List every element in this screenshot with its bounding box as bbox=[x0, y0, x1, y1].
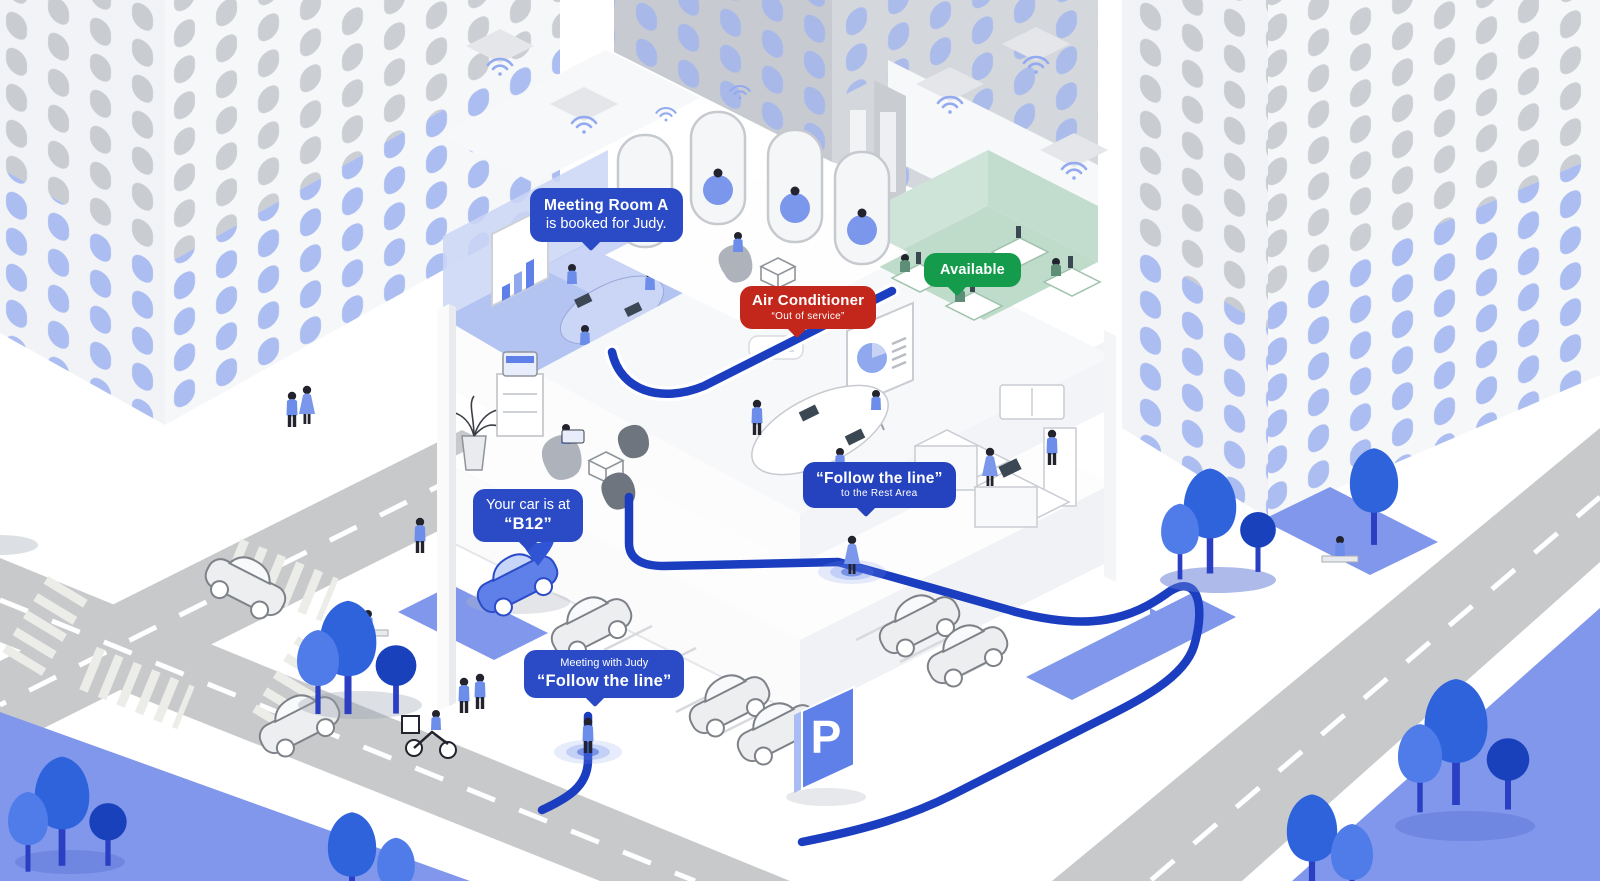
right-wall bbox=[1104, 330, 1116, 582]
delivery-scooter bbox=[401, 710, 457, 759]
callout-follow-rest-title: “Follow the line” bbox=[816, 470, 943, 487]
left-wall bbox=[437, 304, 449, 712]
callout-judy-subtitle: “Follow the line” bbox=[537, 671, 672, 690]
callout-follow-rest-subtitle: to the Rest Area bbox=[841, 488, 918, 500]
crosswalks bbox=[2, 538, 339, 736]
callout-meeting-room-subtitle: is booked for Judy. bbox=[545, 216, 667, 233]
parking-lot: P bbox=[466, 519, 1017, 806]
office-desk bbox=[751, 384, 889, 476]
callout-meeting-judy: Meeting with Judy “Follow the line” bbox=[524, 650, 685, 708]
trees bbox=[0, 448, 1535, 881]
parking-sign-letter: P bbox=[811, 711, 842, 763]
callout-your-car-title: Your car is at bbox=[486, 497, 571, 513]
callout-your-car-slot: “B12” bbox=[504, 515, 552, 534]
right-building bbox=[1122, 0, 1600, 518]
callout-your-car: Your car is at “B12” bbox=[473, 489, 584, 551]
parking-sign: P bbox=[786, 685, 866, 806]
callout-available: Available bbox=[924, 253, 1021, 297]
callout-meeting-room-title: Meeting Room A bbox=[544, 197, 669, 214]
left-building bbox=[0, 0, 560, 425]
callout-follow-line-rest: “Follow the line” to the Rest Area bbox=[803, 462, 956, 517]
callout-judy-title: Meeting with Judy bbox=[560, 657, 649, 669]
callout-meeting-room: Meeting Room A is booked for Judy. bbox=[530, 188, 683, 251]
callout-available-title: Available bbox=[940, 262, 1005, 278]
whiteboard bbox=[846, 301, 914, 431]
callout-air-conditioner: Air Conditioner “Out of service” bbox=[740, 286, 877, 339]
callout-air-subtitle: “Out of service” bbox=[771, 310, 845, 322]
callout-air-title: Air Conditioner bbox=[752, 292, 865, 309]
